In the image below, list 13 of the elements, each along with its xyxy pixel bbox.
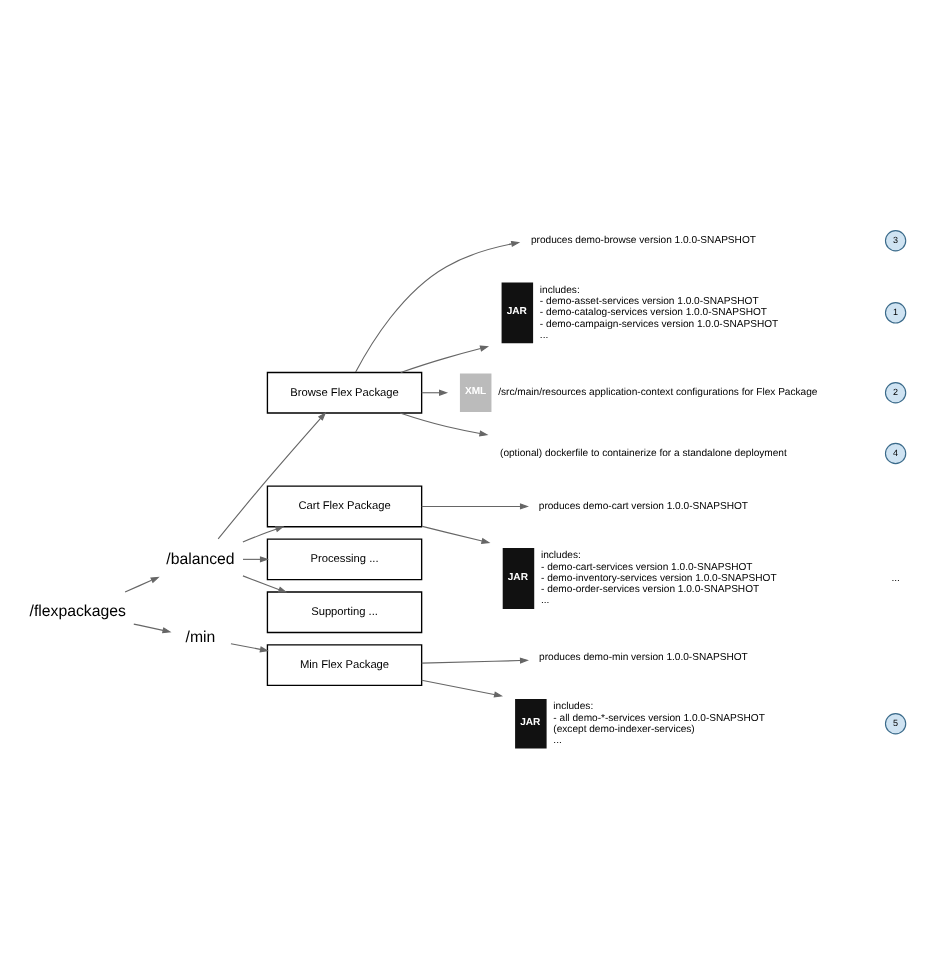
arrow xyxy=(124,575,160,592)
arrow xyxy=(421,678,504,697)
arrow xyxy=(399,411,489,436)
arrow xyxy=(230,642,269,652)
arrow xyxy=(242,574,288,592)
arrow xyxy=(355,239,521,372)
arrow xyxy=(217,410,327,539)
arrow xyxy=(421,656,529,663)
arrow xyxy=(421,502,529,509)
arrow xyxy=(421,524,491,543)
arrow xyxy=(400,344,490,373)
arrow xyxy=(133,622,172,633)
arrow xyxy=(242,525,285,542)
